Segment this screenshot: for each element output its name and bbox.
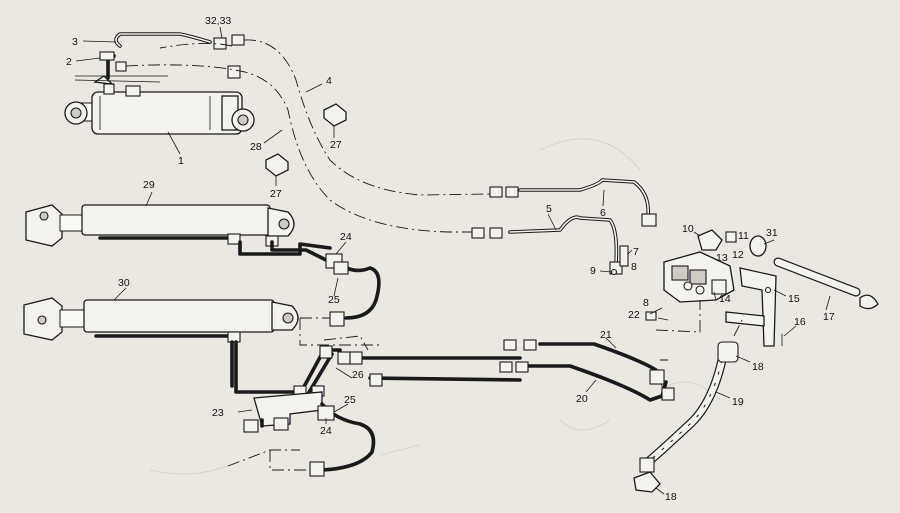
label-32-33: 32,33 xyxy=(205,15,231,27)
clip-27-lower xyxy=(265,153,289,177)
label-27-lower: 27 xyxy=(270,188,282,200)
label-14: 14 xyxy=(719,293,731,305)
label-25-lower: 25 xyxy=(344,394,356,406)
seal-ring-31 xyxy=(749,235,767,257)
label-22: 22 xyxy=(628,309,640,321)
lift-cylinder-30 xyxy=(23,297,299,343)
label-21: 21 xyxy=(600,329,612,341)
lift-cylinder-29 xyxy=(25,204,295,247)
elbow-fitting-2 xyxy=(99,51,127,80)
pipe-20 xyxy=(499,361,675,402)
label-26: 26 xyxy=(352,369,364,381)
manifold-block-23 xyxy=(243,391,323,433)
label-2: 2 xyxy=(66,56,72,68)
label-18-upper: 18 xyxy=(752,361,764,373)
label-6: 6 xyxy=(600,207,606,219)
label-24-upper: 24 xyxy=(340,231,352,243)
label-30: 30 xyxy=(118,277,130,289)
label-11: 11 xyxy=(738,230,749,242)
label-18-lower: 18 xyxy=(665,491,677,503)
hose-17 xyxy=(773,257,879,310)
label-31: 31 xyxy=(766,227,778,239)
label-3: 3 xyxy=(72,36,78,48)
label-13: 13 xyxy=(716,252,728,264)
fitting-32-33 xyxy=(227,65,241,79)
steering-cylinder-1 xyxy=(64,75,255,135)
label-7: 7 xyxy=(633,246,639,258)
label-8-upper: 8 xyxy=(631,261,637,273)
part-labels: 3 2 32,33 4 1 28 27 27 29 24 25 30 5 6 7… xyxy=(66,15,835,503)
label-15: 15 xyxy=(788,293,800,305)
label-25-upper: 25 xyxy=(328,294,340,306)
pipe-5 xyxy=(471,215,623,275)
relief-valve-10-11 xyxy=(697,229,737,251)
label-17: 17 xyxy=(823,311,835,323)
label-8-lower: 8 xyxy=(643,297,649,309)
hoses-4-28 xyxy=(125,39,491,233)
hose-19 xyxy=(633,315,745,493)
clip-27-upper xyxy=(323,103,347,127)
fittings-7-8-9 xyxy=(610,245,657,321)
bracket-15 xyxy=(725,267,777,347)
label-29: 29 xyxy=(143,179,155,191)
label-23: 23 xyxy=(212,407,224,419)
pipe-3 xyxy=(114,32,227,50)
label-16: 16 xyxy=(794,316,806,328)
label-19: 19 xyxy=(732,396,744,408)
tube-26 xyxy=(323,335,522,387)
control-valve-14 xyxy=(663,251,735,303)
label-27-upper: 27 xyxy=(330,139,342,151)
label-5: 5 xyxy=(546,203,552,215)
label-4: 4 xyxy=(326,75,332,87)
pipes-24-25-lower xyxy=(227,402,376,477)
pipe-21 xyxy=(503,339,665,385)
pipes-to-manifold xyxy=(230,340,351,397)
pipe-6 xyxy=(489,178,657,227)
pipes-24-25-upper xyxy=(238,240,381,346)
label-10: 10 xyxy=(682,223,694,235)
label-24-lower: 24 xyxy=(320,425,332,437)
fitting-top-right xyxy=(231,34,245,46)
label-28: 28 xyxy=(250,141,262,153)
label-1: 1 xyxy=(178,155,184,167)
leader-lines xyxy=(75,26,831,495)
label-12: 12 xyxy=(732,249,744,261)
label-9: 9 xyxy=(590,265,596,277)
label-20: 20 xyxy=(576,393,588,405)
